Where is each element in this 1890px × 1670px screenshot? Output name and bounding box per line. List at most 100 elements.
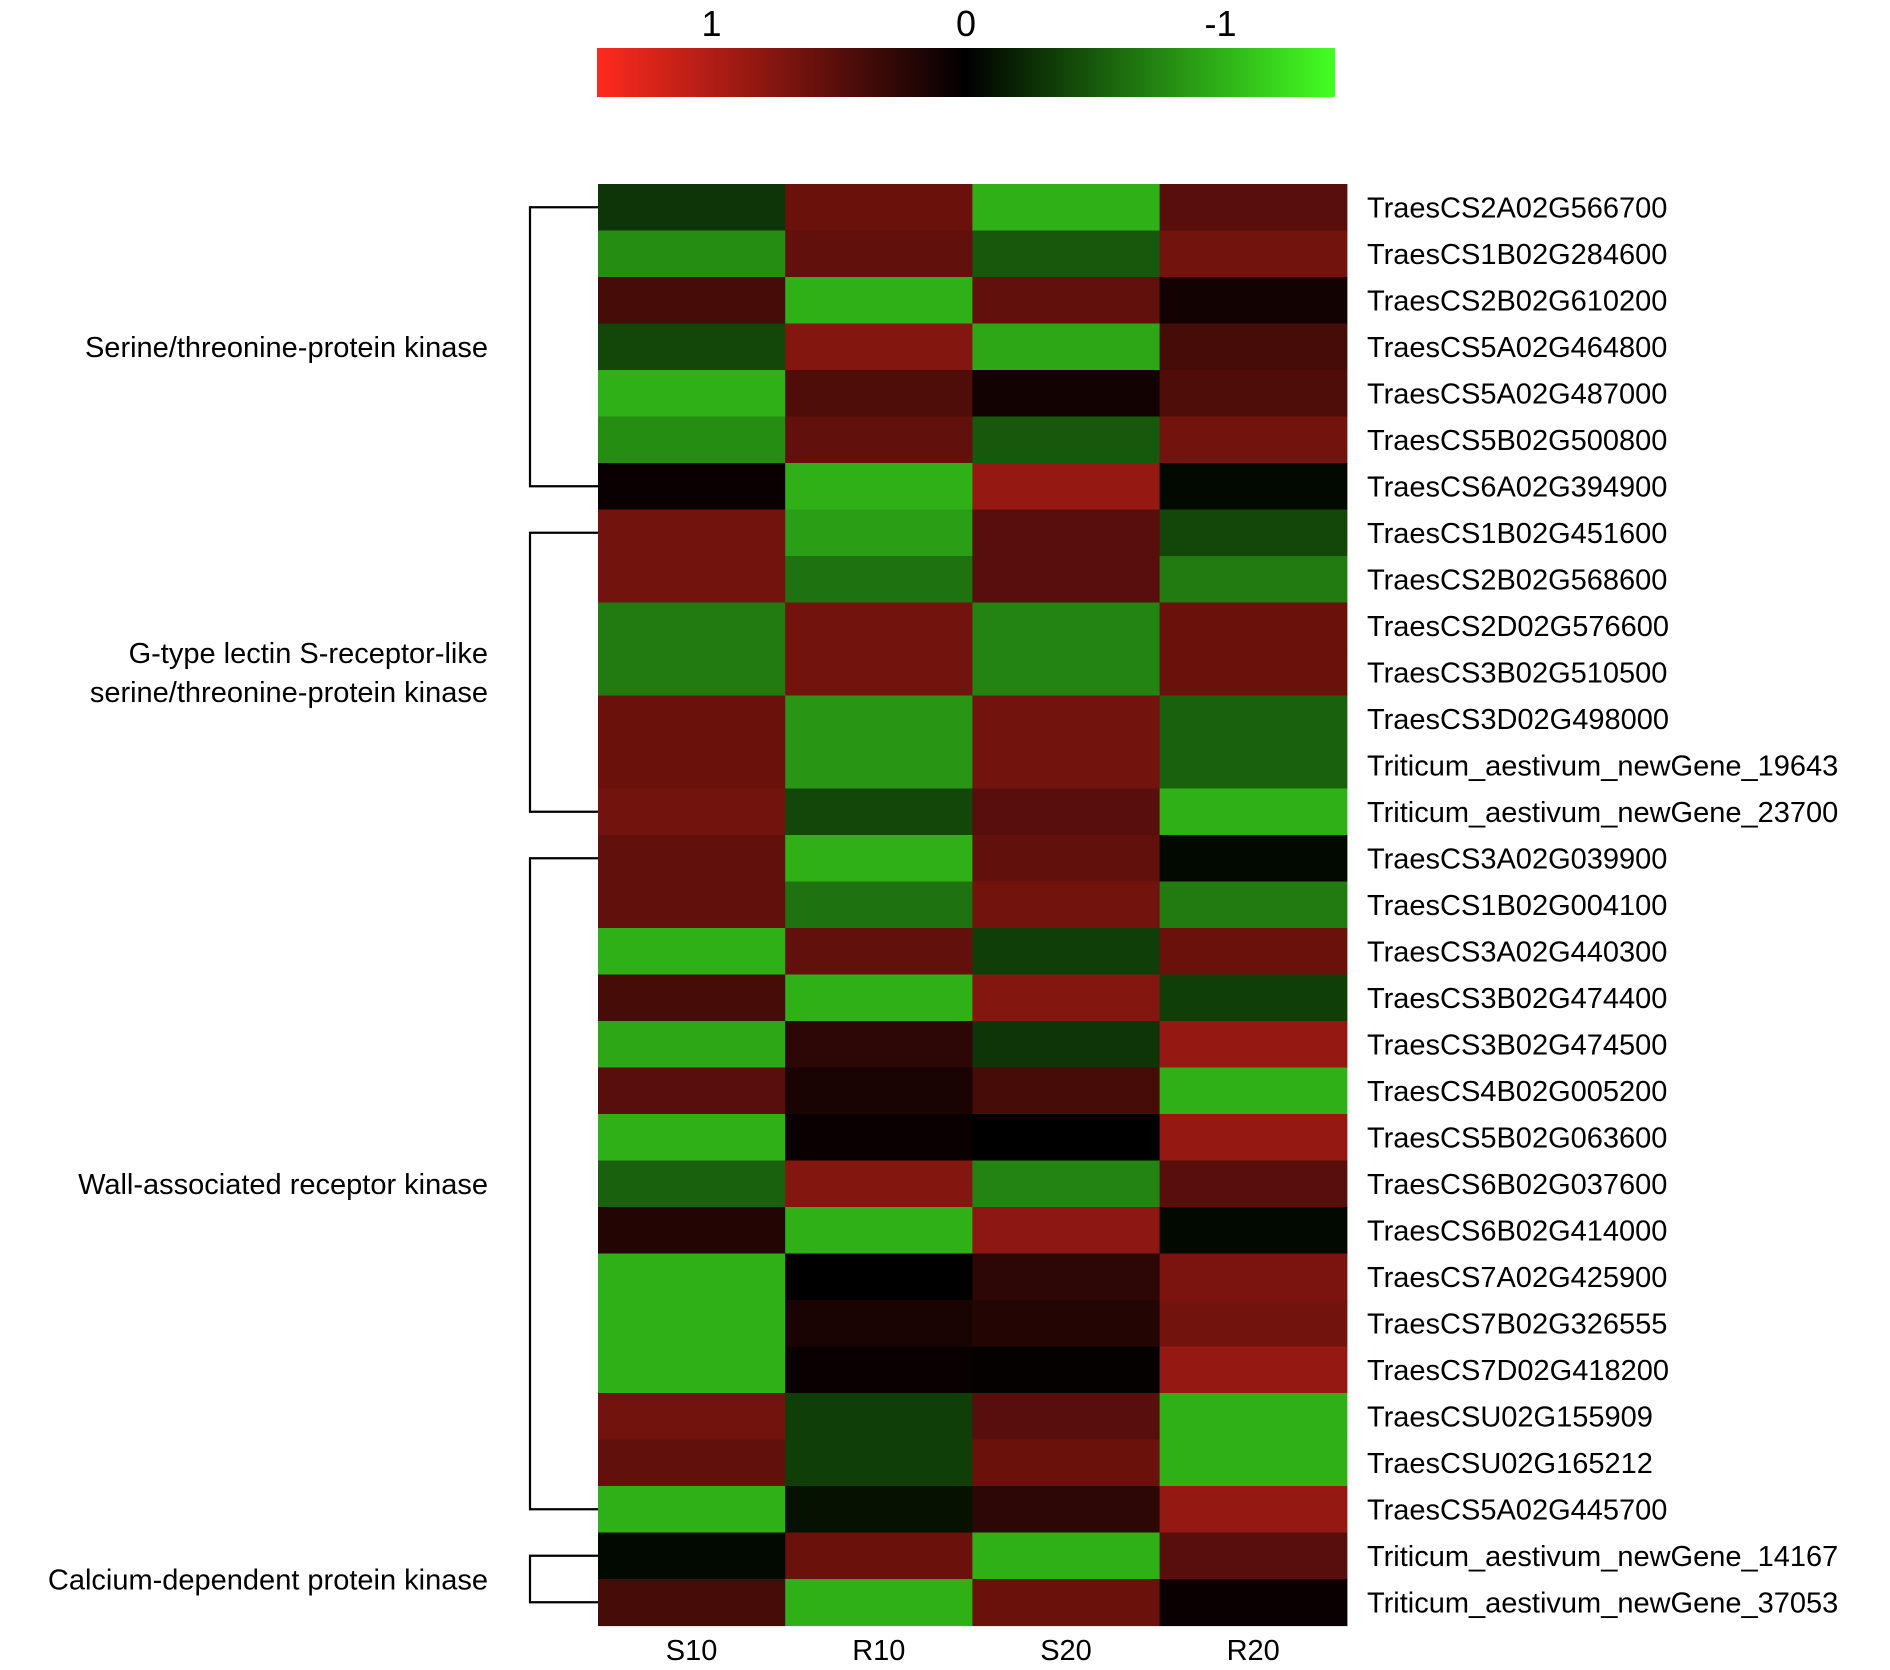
- heatmap-cell: [1159, 416, 1348, 464]
- heatmap-cell: [785, 556, 973, 604]
- heatmap-cell: [972, 1532, 1161, 1580]
- row-label: TraesCS5A02G445700: [1367, 1495, 1667, 1527]
- group-label: serine/threonine-protein kinase: [90, 677, 488, 709]
- heatmap-cell: [785, 230, 973, 278]
- heatmap-cell: [598, 1160, 786, 1208]
- heatmap-cell: [785, 974, 973, 1022]
- heatmap-cell: [1159, 277, 1348, 325]
- heatmap-cell: [1159, 1114, 1348, 1162]
- row-label: Triticum_aestivum_newGene_23700: [1367, 797, 1838, 829]
- heatmap-cell: [785, 509, 973, 557]
- group-label: Calcium-dependent protein kinase: [48, 1564, 488, 1596]
- heatmap-cell: [972, 649, 1161, 697]
- heatmap-cell: [972, 230, 1161, 278]
- heatmap-cell: [598, 928, 786, 976]
- heatmap-cell: [785, 602, 973, 650]
- heatmap-cell: [785, 1532, 973, 1580]
- heatmap-cell: [1159, 1253, 1348, 1301]
- heatmap-cell: [785, 184, 973, 232]
- heatmap-cell: [785, 928, 973, 976]
- heatmap-cell: [785, 695, 973, 743]
- heatmap-cell: [785, 1067, 973, 1115]
- heatmap-cell: [972, 463, 1161, 511]
- heatmap-cell: [972, 1021, 1161, 1069]
- heatmap-cell: [785, 1160, 973, 1208]
- row-label: TraesCS3A02G039900: [1367, 844, 1667, 876]
- heatmap-cell: [972, 695, 1161, 743]
- heatmap-cell: [598, 1207, 786, 1255]
- heatmap-cells: [598, 184, 1348, 1627]
- heatmap-cell: [598, 649, 786, 697]
- heatmap-cell: [785, 1486, 973, 1534]
- heatmap-cell: [1159, 184, 1348, 232]
- heatmap-cell: [972, 556, 1161, 604]
- heatmap-cell: [785, 788, 973, 836]
- row-label: TraesCS5A02G487000: [1367, 379, 1667, 411]
- row-label: TraesCS3A02G440300: [1367, 937, 1667, 969]
- row-label: TraesCS5A02G464800: [1367, 332, 1667, 364]
- row-label: TraesCS7A02G425900: [1367, 1262, 1667, 1294]
- row-label: TraesCS4B02G005200: [1367, 1076, 1667, 1108]
- heatmap-cell: [972, 928, 1161, 976]
- heatmap-cell: [785, 416, 973, 464]
- heatmap-cell: [598, 323, 786, 371]
- heatmap-cell: [1159, 463, 1348, 511]
- heatmap-cell: [972, 509, 1161, 557]
- heatmap-cell: [1159, 1067, 1348, 1115]
- heatmap-cell: [785, 1021, 973, 1069]
- row-label: TraesCS2B02G610200: [1367, 286, 1667, 318]
- heatmap-cell: [972, 602, 1161, 650]
- heatmap-cell: [598, 556, 786, 604]
- heatmap-cell: [785, 1346, 973, 1394]
- heatmap-cell: [785, 649, 973, 697]
- heatmap-cell: [1159, 1300, 1348, 1348]
- heatmap-cell: [785, 1253, 973, 1301]
- row-label: TraesCSU02G165212: [1367, 1448, 1653, 1480]
- color-scale-tick-label: 1: [702, 3, 722, 44]
- column-label: S20: [1040, 1635, 1092, 1667]
- row-labels: TraesCS2A02G566700TraesCS1B02G284600Trae…: [1367, 193, 1838, 1620]
- heatmap-cell: [785, 463, 973, 511]
- heatmap-cell: [972, 1300, 1161, 1348]
- heatmap-cell: [972, 1207, 1161, 1255]
- heatmap-cell: [972, 742, 1161, 790]
- heatmap-cell: [598, 416, 786, 464]
- row-label: TraesCS5B02G500800: [1367, 425, 1667, 457]
- color-scale-tick-label: 0: [956, 3, 976, 44]
- heatmap-cell: [1159, 323, 1348, 371]
- heatmap-cell: [972, 788, 1161, 836]
- row-label: TraesCS1B02G451600: [1367, 518, 1667, 550]
- group-label: Wall-associated receptor kinase: [78, 1169, 488, 1201]
- row-label: TraesCS5B02G063600: [1367, 1123, 1667, 1155]
- row-label: TraesCS3D02G498000: [1367, 704, 1669, 736]
- heatmap-cell: [1159, 556, 1348, 604]
- heatmap-cell: [785, 881, 973, 929]
- heatmap-cell: [1159, 974, 1348, 1022]
- row-label: TraesCS7B02G326555: [1367, 1309, 1667, 1341]
- row-label: Triticum_aestivum_newGene_19643: [1367, 751, 1838, 783]
- heatmap-cell: [1159, 1439, 1348, 1487]
- heatmap-cell: [785, 835, 973, 883]
- heatmap-cell: [972, 974, 1161, 1022]
- heatmap-cell: [598, 602, 786, 650]
- heatmap-cell: [1159, 1486, 1348, 1534]
- heatmap-cell: [785, 1393, 973, 1441]
- row-label: TraesCSU02G155909: [1367, 1402, 1653, 1434]
- heatmap-cell: [1159, 509, 1348, 557]
- heatmap-cell: [1159, 370, 1348, 418]
- heatmap-cell: [1159, 1021, 1348, 1069]
- heatmap-cell: [598, 1253, 786, 1301]
- heatmap-cell: [598, 974, 786, 1022]
- group-bracket: [528, 857, 598, 1511]
- heatmap-cell: [785, 277, 973, 325]
- row-label: TraesCS3B02G474400: [1367, 983, 1667, 1015]
- heatmap-cell: [598, 509, 786, 557]
- heatmap-cell: [785, 323, 973, 371]
- row-label: TraesCS2D02G576600: [1367, 611, 1669, 643]
- heatmap-cell: [785, 1439, 973, 1487]
- heatmap-cell: [1159, 602, 1348, 650]
- group-label: Serine/threonine-protein kinase: [85, 332, 488, 364]
